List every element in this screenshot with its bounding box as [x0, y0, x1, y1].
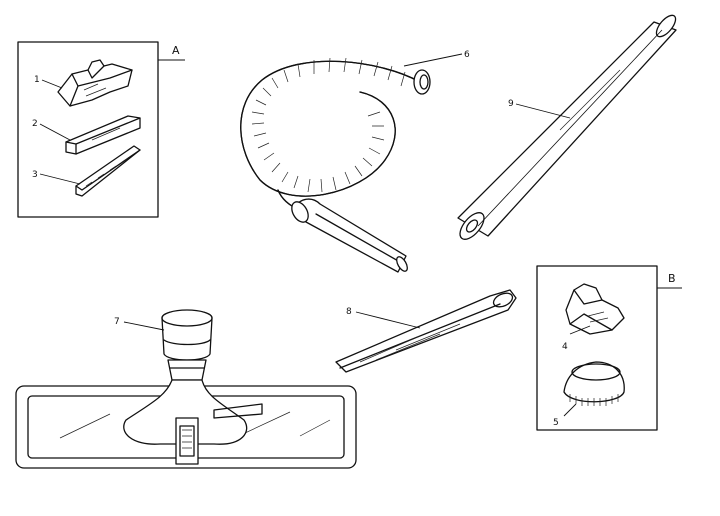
part-7-floor-nozzle: 7 — [15, 309, 357, 469]
callout-6: 6 — [464, 50, 470, 60]
callout-9-top: 9 — [508, 99, 514, 109]
part-4-upholstery-tool: 4 — [562, 283, 625, 352]
group-b-frame — [536, 265, 658, 431]
group-a-label: A — [172, 44, 180, 57]
callout-3: 3 — [32, 170, 38, 180]
callout-4: 4 — [562, 342, 568, 352]
callout-5: 5 — [553, 418, 559, 428]
callout-2: 2 — [32, 119, 38, 129]
part-8-crevice-tool: 8 — [335, 289, 517, 373]
group-a: A 1 2 3 — [17, 41, 185, 218]
group-b-label: B — [668, 272, 676, 285]
group-a-frame — [17, 41, 159, 218]
part-1-upholstery-tool: 1 — [34, 59, 133, 107]
group-b: B 4 5 — [536, 265, 682, 431]
part-6-hose: 6 — [240, 50, 470, 273]
part-3-brush-strip: 3 — [32, 145, 141, 197]
part-5-dusting-brush: 5 — [553, 361, 625, 428]
callout-8: 8 — [346, 307, 352, 317]
part-2-short-bar: 2 — [32, 115, 141, 155]
callout-7: 7 — [114, 317, 120, 327]
callout-1: 1 — [34, 75, 40, 85]
part-9-wand: 9 — [457, 14, 677, 240]
